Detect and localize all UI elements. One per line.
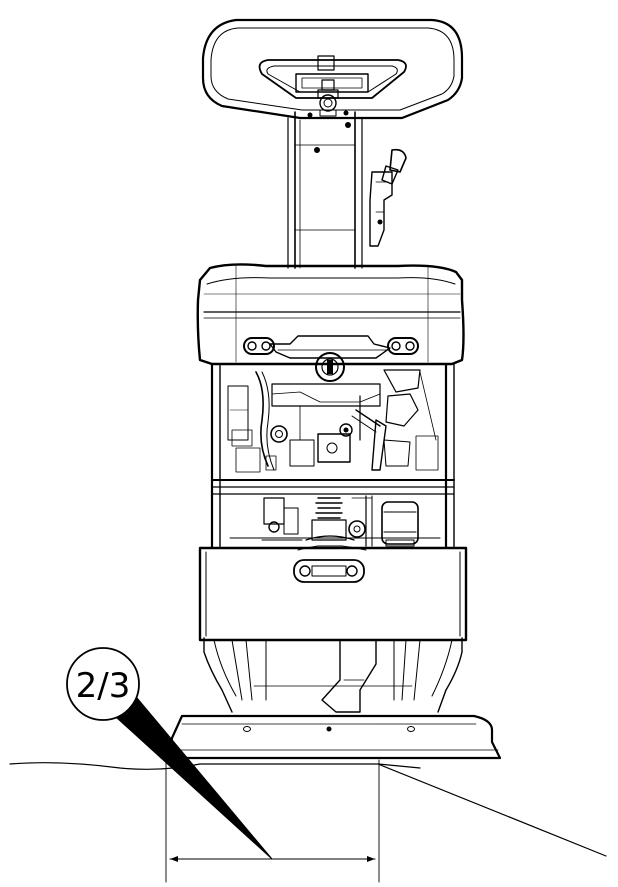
lower-panel xyxy=(198,535,468,642)
upper-hood xyxy=(196,263,465,366)
floor-surface xyxy=(9,762,607,857)
steering-column xyxy=(287,110,363,269)
adjustment-knob-icon xyxy=(317,79,339,117)
internal-mechanism xyxy=(227,369,439,473)
squeegee-blade xyxy=(170,714,502,760)
throttle-lever xyxy=(369,148,407,247)
center-bracket xyxy=(269,335,391,359)
lower-mechanism xyxy=(261,495,419,547)
chassis-frame xyxy=(210,362,455,550)
left-latch-icon xyxy=(243,337,275,355)
steering-handle xyxy=(201,18,464,120)
spring xyxy=(315,497,343,519)
callout-bubble: 2/3 xyxy=(66,647,140,721)
fill-cap-icon xyxy=(315,352,345,382)
right-latch-icon xyxy=(387,337,419,355)
filter-canister xyxy=(381,501,419,547)
callout-label: 2/3 xyxy=(76,666,131,706)
squeegee-arms xyxy=(203,637,463,713)
